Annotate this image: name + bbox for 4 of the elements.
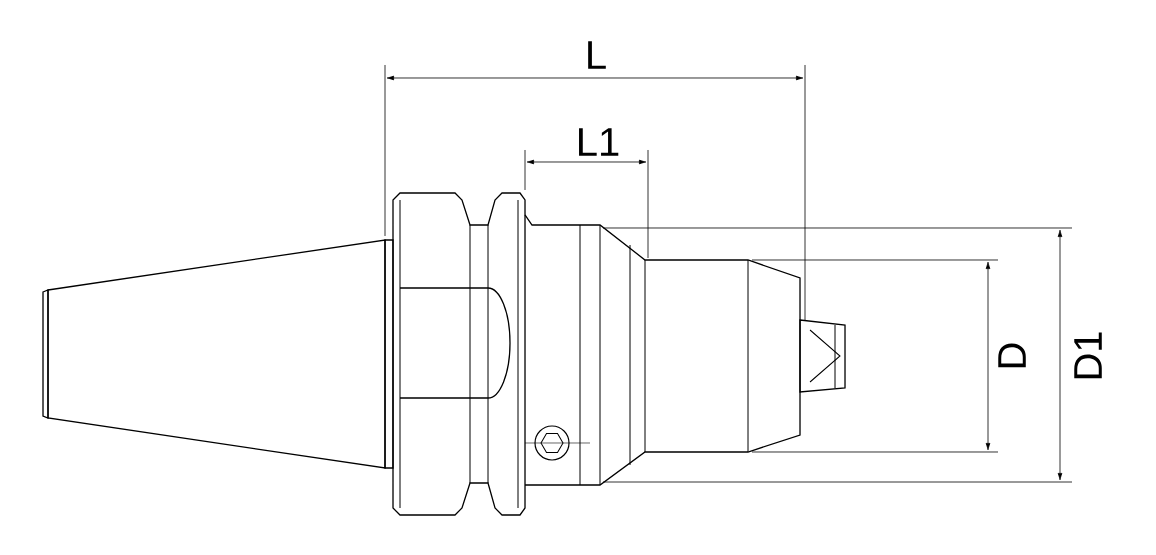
dimension-label: L1 <box>579 128 619 156</box>
dimension-label: D1 <box>1074 332 1102 379</box>
dimension-label: L <box>588 41 606 69</box>
dimension-label: D <box>998 343 1026 368</box>
